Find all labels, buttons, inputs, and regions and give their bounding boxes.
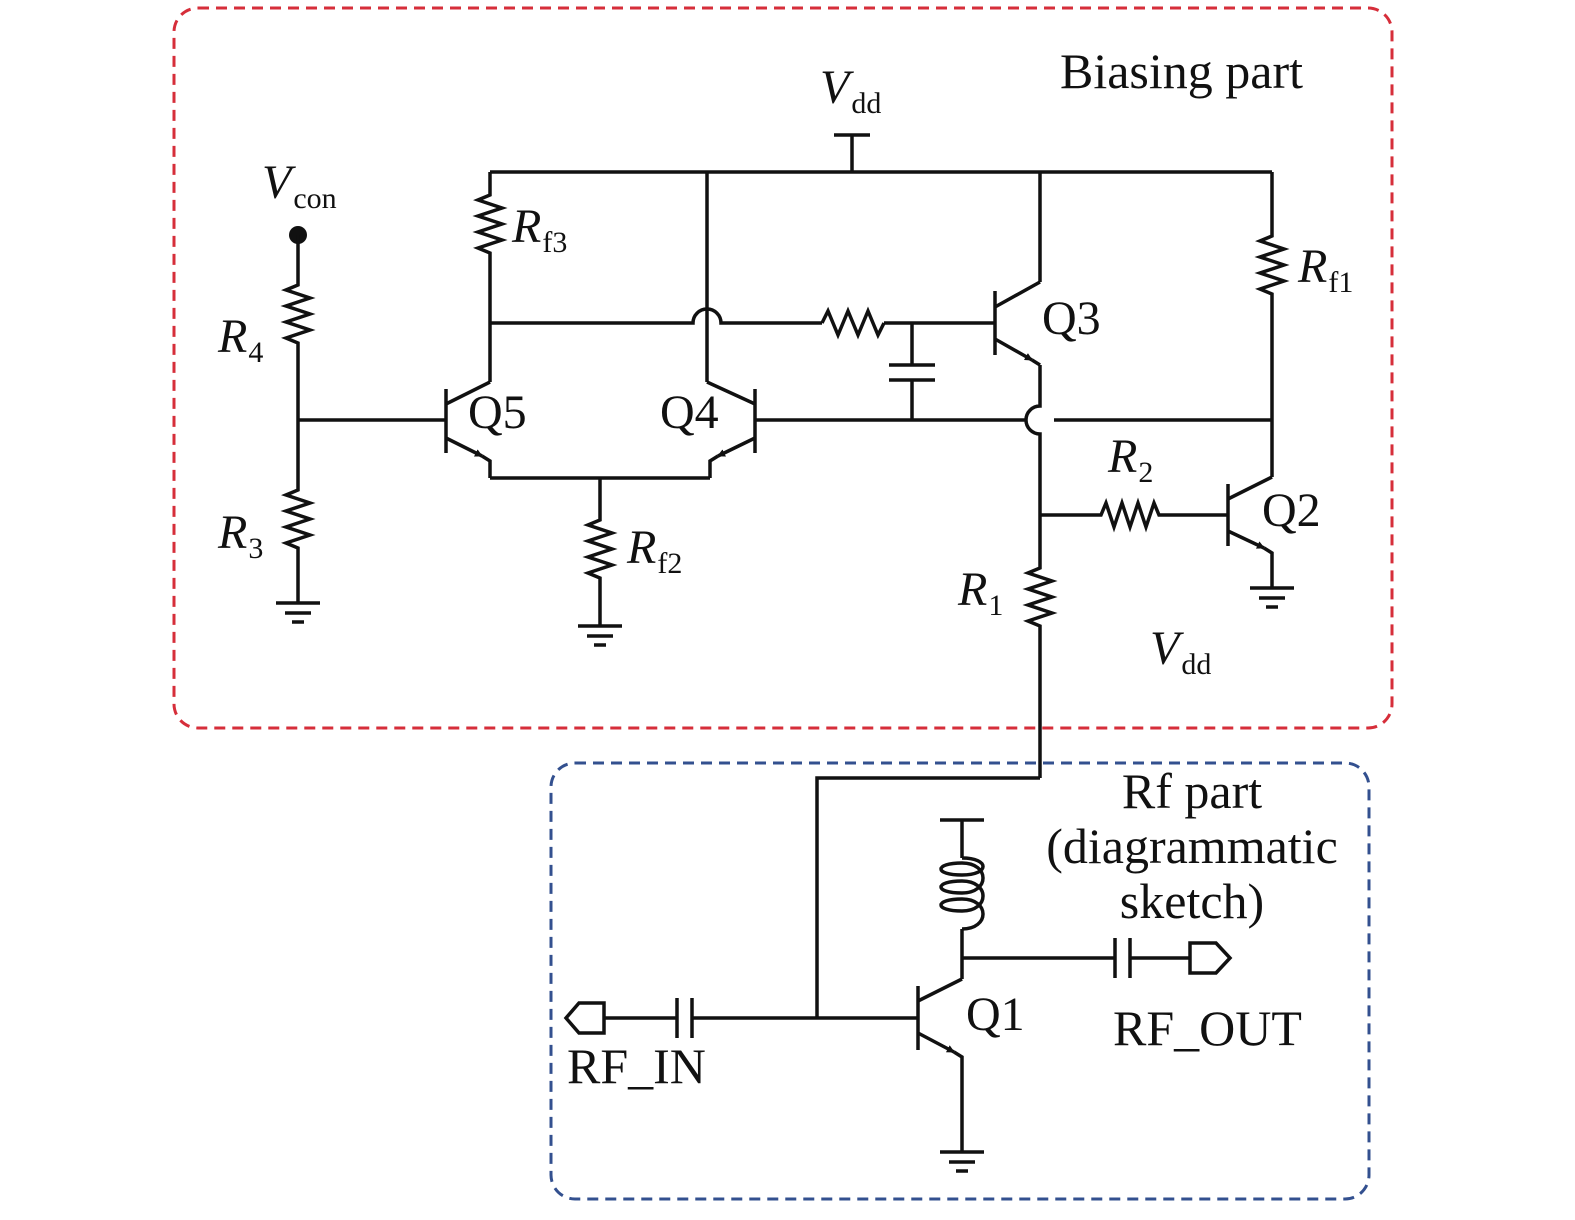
rf-in-capacitor	[604, 998, 918, 1038]
transistor-q1	[916, 977, 964, 1152]
ground-r3	[276, 601, 320, 624]
q3-label: Q3	[1042, 292, 1101, 345]
rf-in-port	[563, 1001, 606, 1035]
vdd-top-label: Vdd	[820, 61, 881, 120]
rf-out-capacitor	[962, 938, 1190, 978]
ground-q2	[1250, 586, 1294, 609]
biasing-part-box	[172, 6, 1394, 730]
rf3-label: Rf3	[511, 200, 567, 259]
resistor-rf2	[582, 478, 618, 626]
q4-label: Q4	[660, 386, 719, 439]
resistor-r1	[1022, 515, 1058, 778]
q5-label: Q5	[468, 386, 527, 439]
r4-label: R4	[217, 310, 263, 369]
q3-emitter-wire	[1024, 365, 1042, 515]
q5-collector-to-q3-base-wire	[490, 306, 995, 340]
inductor-choke	[939, 818, 985, 979]
biasing-part-title: Biasing part	[1060, 43, 1303, 99]
rf-part-box	[549, 761, 1371, 1201]
vdd-lower-label: Vdd	[1150, 622, 1211, 681]
resistor-rf3	[472, 172, 508, 382]
r1-label: R1	[957, 563, 1003, 622]
vcon-label: Vcon	[262, 156, 337, 215]
rf-part-title-line3: sketch)	[1120, 873, 1264, 929]
vdd-supply-rail	[490, 133, 1272, 174]
capacitor-compensation	[889, 323, 935, 420]
r3-label: R3	[217, 506, 263, 565]
transistor-q2	[1226, 475, 1274, 588]
ground-q1	[940, 1150, 984, 1173]
transistor-q4	[706, 380, 757, 478]
resistor-r4	[280, 235, 316, 420]
rf-out-label: RF_OUT	[1113, 1000, 1302, 1056]
rf2-label: Rf2	[626, 521, 682, 580]
rf1-label: Rf1	[1297, 240, 1353, 299]
rf-part-title-line2: (diagrammatic	[1046, 818, 1338, 874]
q2-label: Q2	[1262, 484, 1321, 537]
ground-rf2	[578, 624, 622, 647]
transistor-q3	[993, 280, 1041, 367]
rf-part-title-line1: Rf part	[1122, 763, 1262, 819]
resistor-r3	[280, 420, 316, 603]
resistor-rf1	[1254, 172, 1290, 477]
bias-feed-wire	[815, 776, 1040, 1018]
rf-in-label: RF_IN	[567, 1038, 706, 1094]
r2-label: R2	[1107, 430, 1153, 489]
rf-out-port	[1188, 941, 1233, 975]
q1-label: Q1	[966, 988, 1025, 1041]
resistor-r2	[1040, 497, 1228, 533]
